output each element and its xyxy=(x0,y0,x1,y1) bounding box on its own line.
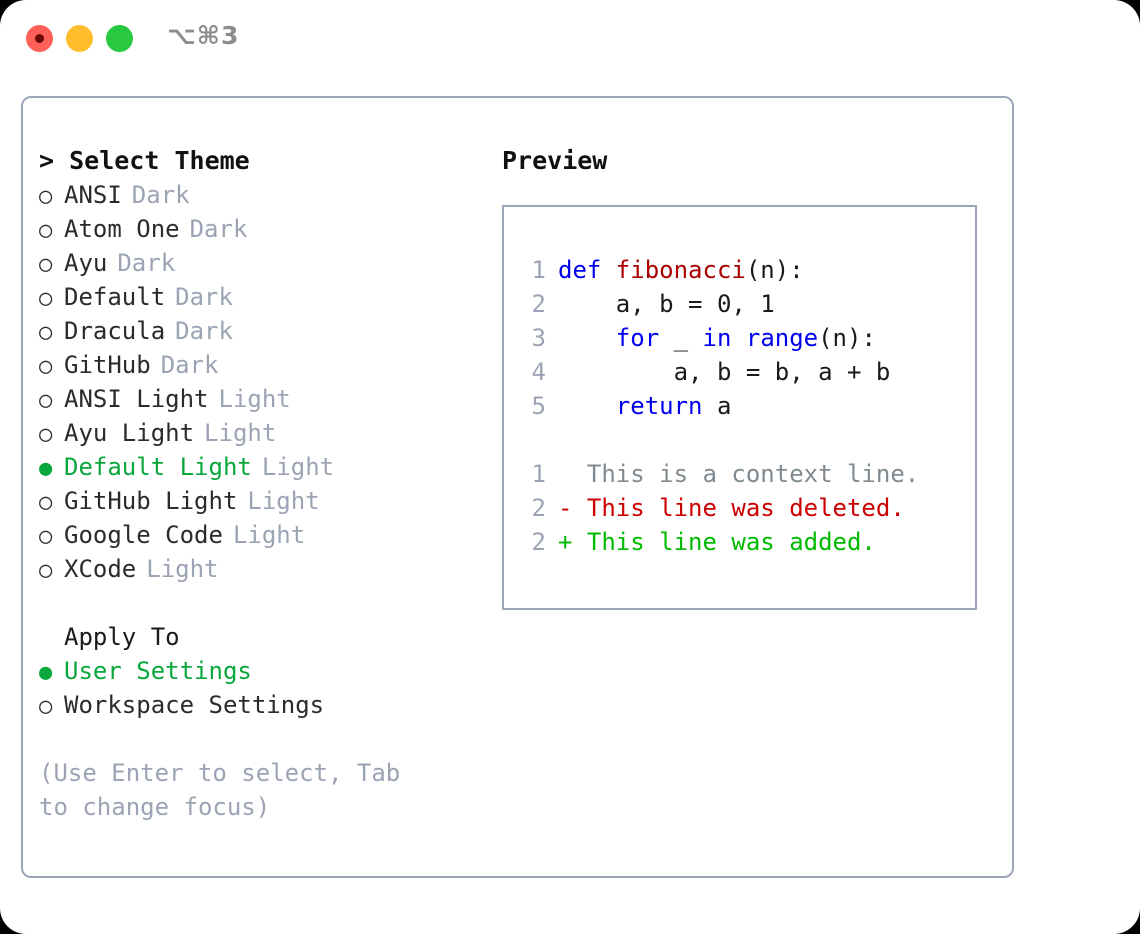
theme-name: GitHub xyxy=(64,351,151,379)
radio-unselected-icon: ○ xyxy=(39,558,53,583)
radio-unselected-icon: ○ xyxy=(39,184,53,209)
theme-list-item[interactable]: ○ Default Dark xyxy=(39,280,479,314)
keyboard-shortcut-label: ⌥⌘3 xyxy=(167,21,240,50)
code-line-text: for _ in range(n): xyxy=(615,324,876,352)
title-bar: ⌥⌘3 xyxy=(0,0,1140,78)
code-line: 4 a, b = b, a + b xyxy=(516,355,919,389)
theme-name: Default xyxy=(64,283,166,311)
code-line-number: 2 xyxy=(531,290,546,318)
page-title: > Select Theme xyxy=(39,146,250,175)
apply-to-option[interactable]: ○ Workspace Settings xyxy=(39,688,479,722)
theme-list-item[interactable]: ○ ANSI Light Light xyxy=(39,382,479,416)
radio-unselected-icon: ○ xyxy=(39,524,53,549)
maximize-button[interactable] xyxy=(106,25,133,52)
theme-category-tag: Dark xyxy=(175,317,233,345)
radio-unselected-icon: ○ xyxy=(39,252,53,277)
theme-list-item[interactable]: ○ Atom One Dark xyxy=(39,212,479,246)
apply-to-heading: Apply To xyxy=(64,623,180,651)
diff-line-number: 1 xyxy=(531,460,546,488)
keyboard-hint: (Use Enter to select, Tab to change focu… xyxy=(39,759,401,821)
radio-unselected-icon: ○ xyxy=(39,422,53,447)
code-line-text: def fibonacci(n): xyxy=(558,256,804,284)
theme-name: Default Light xyxy=(64,453,252,481)
theme-category-tag: Dark xyxy=(189,215,248,243)
theme-list-item[interactable]: ○ GitHub Dark xyxy=(39,348,479,382)
radio-unselected-icon: ○ xyxy=(39,490,53,515)
code-line: 1 def fibonacci(n): xyxy=(516,253,919,287)
code-line: 5 return a xyxy=(516,389,919,423)
radio-unselected-icon: ○ xyxy=(39,388,53,413)
code-line-text: a, b = 0, 1 xyxy=(558,290,775,318)
radio-selected-icon: ● xyxy=(39,456,53,481)
theme-name: Atom One xyxy=(64,215,180,243)
diff-line-text: + This line was added. xyxy=(558,528,876,556)
radio-unselected-icon: ○ xyxy=(39,218,53,243)
theme-category-tag: Light xyxy=(146,555,219,583)
theme-category-tag: Light xyxy=(204,419,277,447)
theme-list-item[interactable]: ○ GitHub Light Light xyxy=(39,484,479,518)
diff-line-text: - This line was deleted. xyxy=(558,494,905,522)
code-line-text: return a xyxy=(615,392,732,420)
radio-unselected-icon: ○ xyxy=(39,694,53,719)
code-line-number: 3 xyxy=(531,324,546,352)
code-line-text: a, b = b, a + b xyxy=(558,358,891,386)
theme-list-item[interactable]: ○ Ayu Dark xyxy=(39,246,479,280)
diff-line-number: 2 xyxy=(531,494,546,522)
code-line: 3 for _ in range(n): xyxy=(516,321,919,355)
theme-name: GitHub Light xyxy=(64,487,238,515)
theme-name: Ayu Light xyxy=(64,419,195,447)
theme-list-item[interactable]: ○ Dracula Dark xyxy=(39,314,479,348)
preview-title: Preview xyxy=(502,146,608,175)
diff-line: 1 This is a context line. xyxy=(516,457,920,491)
apply-to-option[interactable]: ● User Settings xyxy=(39,654,479,688)
theme-category-tag: Light xyxy=(232,521,306,549)
code-line-number: 4 xyxy=(531,358,546,386)
theme-category-tag: Dark xyxy=(160,351,219,379)
theme-category-tag: Dark xyxy=(131,181,190,209)
section-spacer xyxy=(39,586,479,620)
theme-list-item[interactable]: ○ XCode Light xyxy=(39,552,479,586)
theme-list-item[interactable]: ○ Google Code Light xyxy=(39,518,479,552)
radio-unselected-icon: ○ xyxy=(39,320,53,345)
theme-category-tag: Dark xyxy=(175,283,233,311)
close-button[interactable] xyxy=(26,25,53,52)
theme-list-item[interactable]: ● Default Light Light xyxy=(39,450,479,484)
minimize-button[interactable] xyxy=(66,25,93,52)
diff-line: 2 + This line was added. xyxy=(516,525,919,559)
apply-to-label: Workspace Settings xyxy=(64,691,325,719)
diff-line-number: 2 xyxy=(531,528,546,556)
theme-list-item[interactable]: ○ ANSI Dark xyxy=(39,178,479,212)
code-line-number: 1 xyxy=(531,256,546,284)
code-blank-line xyxy=(516,423,919,457)
code-line: 2 a, b = 0, 1 xyxy=(516,287,919,321)
theme-list-item[interactable]: ○ Ayu Light Light xyxy=(39,416,479,450)
theme-category-tag: Dark xyxy=(117,249,176,277)
radio-unselected-icon: ○ xyxy=(39,286,53,311)
theme-name: ANSI xyxy=(64,181,122,209)
theme-category-tag: Light xyxy=(218,385,291,413)
theme-name: Dracula xyxy=(64,317,166,345)
diff-line-text: This is a context line. xyxy=(558,460,920,488)
apply-to-label: User Settings xyxy=(64,657,252,685)
apply-to-list[interactable]: ● User Settings ○ Workspace Settings xyxy=(39,654,479,722)
diff-line: 2 - This line was deleted. xyxy=(516,491,919,525)
theme-category-tag: Light xyxy=(261,453,335,481)
radio-unselected-icon: ○ xyxy=(39,354,53,379)
radio-selected-icon: ● xyxy=(39,660,53,685)
theme-category-tag: Light xyxy=(247,487,320,515)
theme-name: ANSI Light xyxy=(64,385,209,413)
theme-name: Ayu xyxy=(64,249,108,277)
theme-name: XCode xyxy=(64,555,137,583)
code-line-number: 5 xyxy=(531,392,546,420)
theme-name: Google Code xyxy=(64,521,223,549)
window-controls xyxy=(26,25,133,52)
